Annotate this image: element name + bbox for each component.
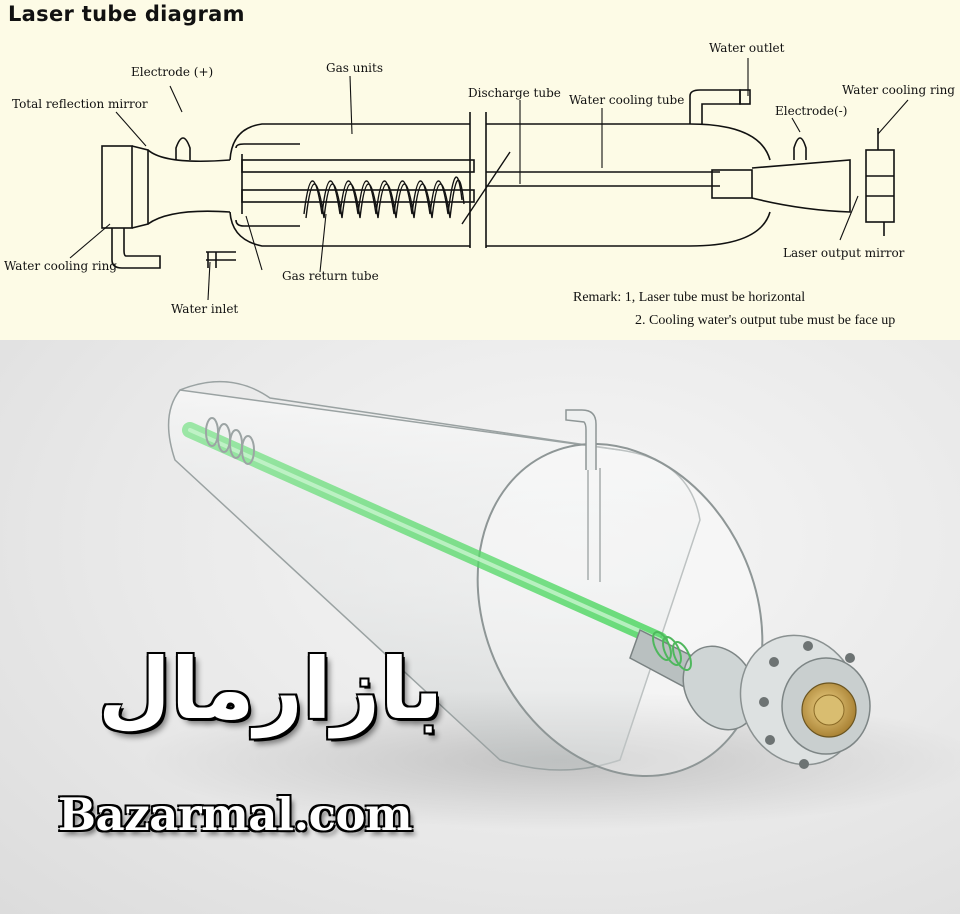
label-gas-return-tube: Gas return tube (282, 269, 379, 283)
left-cooling-pipe (111, 228, 161, 269)
laser-tube-diagram: Laser tube diagram Electrode (+) Total r… (0, 0, 960, 340)
label-total-reflection-mirror: Total reflection mirror (12, 97, 148, 111)
gas-units-coil (303, 176, 465, 219)
left-neck (147, 149, 231, 225)
label-discharge-tube: Discharge tube (468, 86, 561, 100)
watermark-persian: بازارمال (98, 640, 444, 738)
output-spring (652, 631, 692, 671)
label-water-outlet: Water outlet (709, 41, 785, 55)
right-ring-pins (877, 128, 885, 236)
outer-jacket-top-left (229, 123, 470, 161)
remark-line-1: Remark: 1, Laser tube must be horizontal (573, 290, 806, 305)
discharge-tube-left-upper (241, 159, 475, 173)
left-ring-flange (131, 145, 149, 229)
label-water-cooling-ring-right: Water cooling ring (842, 83, 955, 97)
label-electrode-plus: Electrode (+) (131, 65, 214, 79)
label-laser-output-mirror: Laser output mirror (783, 246, 905, 260)
output-end-cap (711, 169, 753, 199)
outer-jacket-right (486, 123, 690, 247)
gas-return-top (235, 143, 300, 149)
laser-tube-photo: بازارمال Bazarmal.com (0, 340, 960, 914)
leader-lines (69, 58, 909, 301)
output-end-cap (629, 628, 871, 769)
glass-top-edge (179, 380, 621, 451)
remark-line-2: 2. Cooling water's output tube must be f… (635, 313, 896, 328)
water-outlet-pipe (689, 89, 741, 124)
gas-return-coil (205, 417, 255, 465)
discharge-tube-right (486, 171, 720, 187)
water-inlet-pipe (206, 251, 236, 268)
electrode-plus-shape (175, 137, 191, 160)
left-ring-block (101, 145, 133, 229)
electrode-minus-shape (793, 137, 807, 160)
diagram-drawing (69, 58, 909, 301)
water-outlet-nozzle (565, 409, 597, 470)
water-outlet-tip (739, 89, 751, 105)
cap-bolts (759, 641, 855, 769)
discharge-tube-left-lower (241, 189, 475, 203)
outer-jacket-bottom-left (229, 211, 470, 247)
outlet-stem (587, 468, 601, 582)
right-neck (751, 159, 851, 213)
discharge-tube-core (188, 428, 662, 642)
right-jacket-end (689, 123, 771, 247)
watermark-latin: Bazarmal.com (58, 788, 413, 841)
break-zigzag (461, 151, 511, 225)
right-ring-block (865, 149, 895, 223)
break-lines (469, 112, 487, 248)
right-ring-dividers (866, 175, 894, 197)
tube-render (140, 380, 960, 830)
label-water-cooling-tube: Water cooling tube (569, 93, 685, 107)
label-gas-units: Gas units (326, 61, 383, 75)
diagram-title: Laser tube diagram (8, 2, 245, 26)
label-water-cooling-ring-left: Water cooling ring (4, 259, 117, 273)
label-electrode-minus: Electrode(-) (775, 104, 848, 118)
label-water-inlet: Water inlet (171, 302, 239, 316)
gas-return-bottom (235, 219, 300, 227)
